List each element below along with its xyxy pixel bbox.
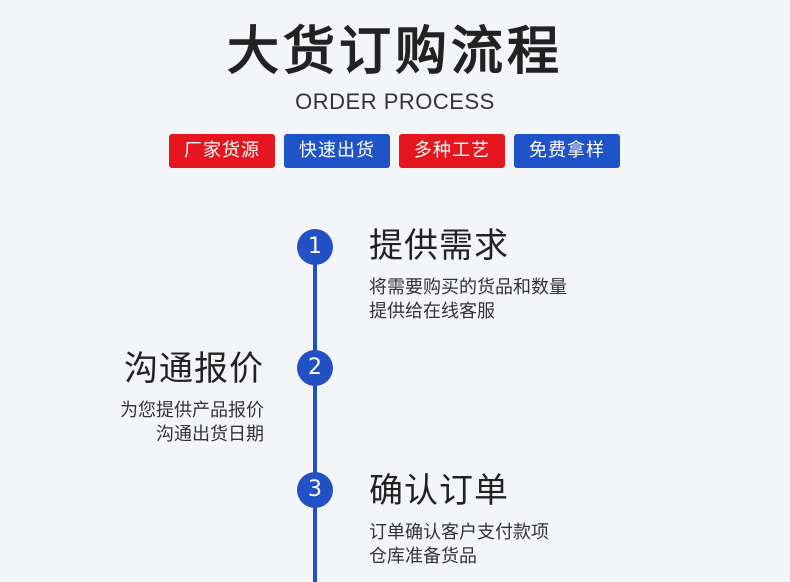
step-1-desc-line-2: 提供给在线客服 (369, 301, 495, 322)
tag-fast-shipping: 快速出货 (284, 134, 390, 168)
tag-factory-source: 厂家货源 (169, 134, 275, 168)
timeline-line (313, 248, 317, 582)
tag-free-samples: 免费拿样 (514, 134, 620, 168)
page-subtitle: ORDER PROCESS (295, 89, 495, 114)
step-1-title: 提供需求 (369, 226, 509, 266)
step-2-title: 沟通报价 (124, 349, 264, 389)
step-2-desc-line-2: 沟通出货日期 (156, 424, 264, 445)
step-2-number: 2 (297, 350, 333, 386)
step-3-number: 3 (297, 472, 333, 508)
step-1-description: 将需要购买的货品和数量 提供给在线客服 (369, 276, 567, 324)
step-3-desc-line-2: 仓库准备货品 (369, 546, 477, 567)
tag-multiple-crafts: 多种工艺 (399, 134, 505, 168)
step-1-desc-line-1: 将需要购买的货品和数量 (369, 277, 567, 298)
step-1-number: 1 (297, 229, 333, 265)
feature-tags: 厂家货源 快速出货 多种工艺 免费拿样 (169, 134, 620, 168)
step-3-desc-line-1: 订单确认客户支付款项 (369, 522, 549, 543)
step-2-description: 为您提供产品报价 沟通出货日期 (120, 399, 264, 447)
step-3-title: 确认订单 (369, 471, 509, 511)
step-3-description: 订单确认客户支付款项 仓库准备货品 (369, 521, 549, 569)
page-title: 大货订购流程 (226, 22, 563, 82)
step-2-desc-line-1: 为您提供产品报价 (120, 400, 264, 421)
